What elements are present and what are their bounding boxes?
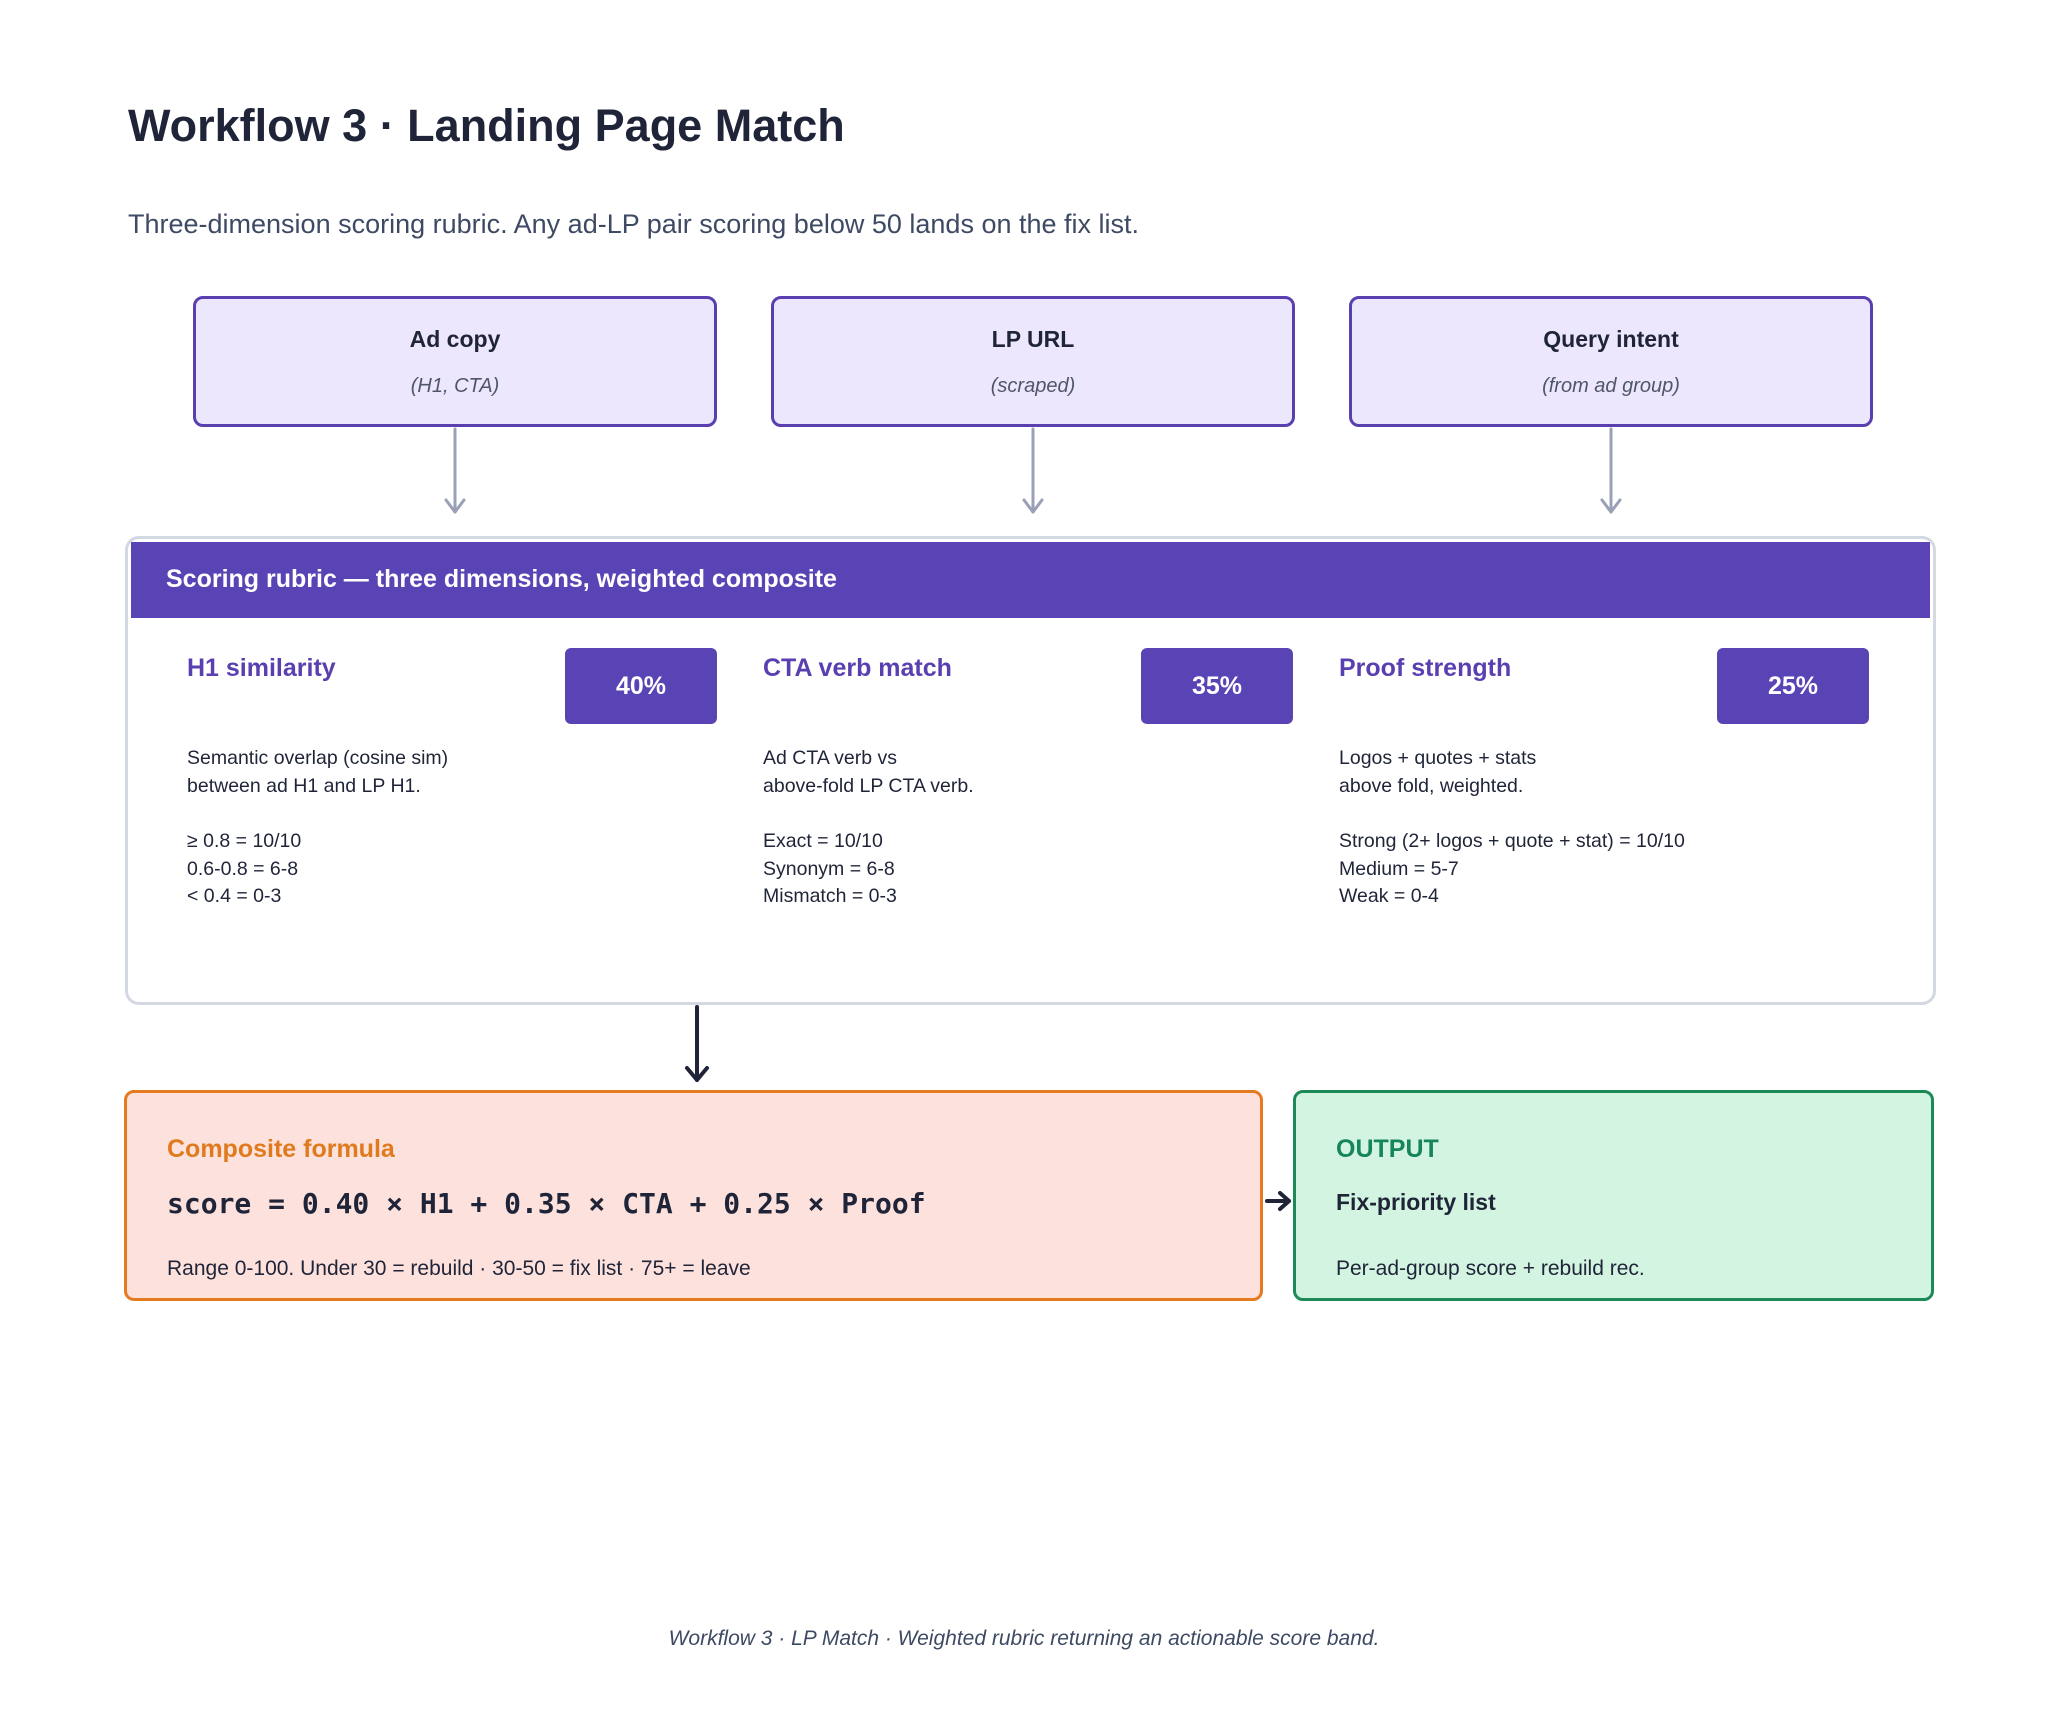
composite-formula: score = 0.40 × H1 + 0.35 × CTA + 0.25 × … [167, 1187, 926, 1220]
scoring-rubric-panel: Scoring rubric — three dimensions, weigh… [125, 536, 1936, 1005]
arrowhead-icon [1278, 1191, 1291, 1211]
dimension-title-h1-similarity: H1 similarity [187, 654, 336, 682]
input-box-ad-copy: Ad copy (H1, CTA) [193, 296, 717, 427]
dimension-description: Logos + quotes + stats above fold, weigh… [1339, 747, 1537, 797]
page-subtitle: Three-dimension scoring rubric. Any ad-L… [128, 209, 1140, 239]
weight-badge: 25% [1717, 648, 1869, 724]
dimension-scale: Strong (2+ logos + quote + stat) = 10/10… [1339, 830, 1685, 907]
output-box: OUTPUT Fix-priority list Per-ad-group sc… [1293, 1090, 1934, 1301]
footer-caption: Workflow 3 · LP Match · Weighted rubric … [668, 1627, 1380, 1650]
input-title: Query intent [1543, 326, 1679, 352]
composite-formula-box: Composite formula score = 0.40 × H1 + 0.… [124, 1090, 1263, 1301]
output-title: Fix-priority list [1336, 1189, 1496, 1215]
input-box-query-intent: Query intent (from ad group) [1349, 296, 1873, 427]
arrowhead-icon [1600, 498, 1622, 514]
arrowhead-icon [444, 498, 466, 514]
dimension-description: Ad CTA verb vs above-fold LP CTA verb. [763, 747, 974, 797]
output-note: Per-ad-group score + rebuild rec. [1336, 1257, 1645, 1280]
rubric-header: Scoring rubric — three dimensions, weigh… [131, 542, 1930, 618]
arrowhead-icon [685, 1066, 709, 1082]
dimension-title-cta-verb-match: CTA verb match [763, 654, 952, 682]
page-title: Workflow 3 · Landing Page Match [128, 100, 845, 151]
dimension-description: Semantic overlap (cosine sim) between ad… [187, 747, 449, 797]
composite-note: Range 0-100. Under 30 = rebuild · 30-50 … [167, 1257, 751, 1280]
dimension-title-proof-strength: Proof strength [1339, 654, 1512, 682]
input-subtitle: (scraped) [990, 375, 1076, 397]
dimension-scale: ≥ 0.8 = 10/10 0.6-0.8 = 6-8 < 0.4 = 0-3 [187, 830, 302, 907]
rubric-header-text: Scoring rubric — three dimensions, weigh… [166, 565, 837, 593]
dimension-scale: Exact = 10/10 Synonym = 6-8 Mismatch = 0… [763, 830, 897, 907]
input-subtitle: (from ad group) [1542, 375, 1680, 397]
input-box-lp-url: LP URL (scraped) [771, 296, 1295, 427]
weight-badge: 40% [565, 648, 717, 724]
weight-badge: 35% [1141, 648, 1293, 724]
output-label: OUTPUT [1336, 1135, 1439, 1163]
input-title: LP URL [991, 326, 1075, 352]
arrowhead-icon [1022, 498, 1044, 514]
input-subtitle: (H1, CTA) [410, 375, 500, 397]
composite-label: Composite formula [167, 1135, 395, 1163]
input-title: Ad copy [409, 326, 501, 352]
